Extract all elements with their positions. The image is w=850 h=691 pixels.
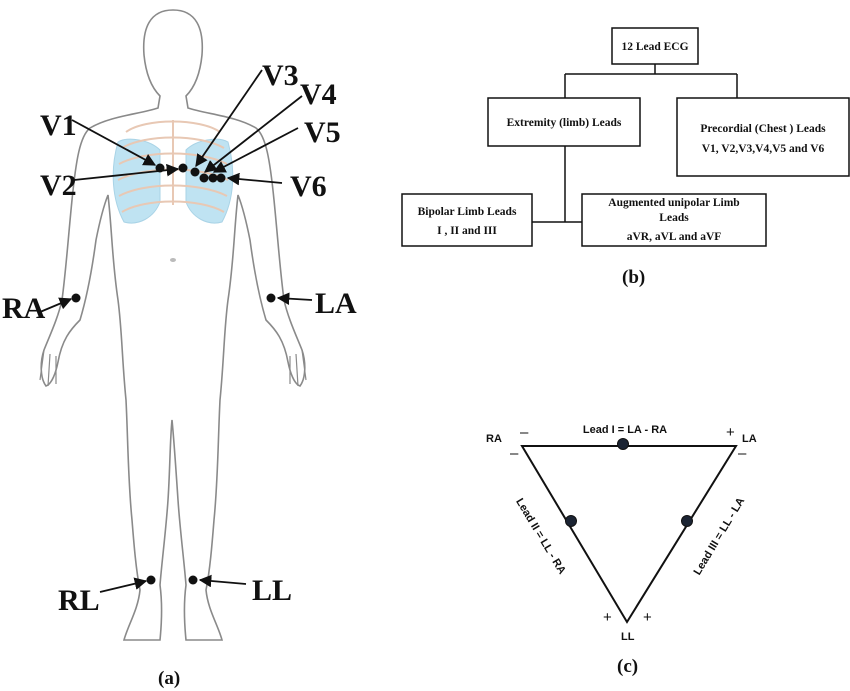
- label-v5: V5: [304, 116, 341, 149]
- label-v1: V1: [40, 109, 77, 142]
- navel: [170, 258, 176, 262]
- corner-ll: LL: [621, 631, 635, 643]
- sign-ll-plus-left: +: [603, 609, 612, 626]
- extremity-label: Extremity (limb) Leads: [507, 117, 622, 129]
- corner-ra: RA: [486, 433, 502, 445]
- electrode-arrows: [39, 69, 313, 593]
- sign-ra-minus-side: –: [510, 445, 519, 462]
- augmented-leads: aVR, aVL and aVF: [627, 231, 722, 243]
- left-lung: [112, 138, 161, 224]
- electrode-ll: [188, 575, 198, 585]
- label-rl: RL: [58, 584, 100, 617]
- precordial-leads: V1, V2,V3,V4,V5 and V6: [702, 143, 825, 155]
- triangle: [520, 445, 738, 624]
- lead-hierarchy: 12 Lead ECG Extremity (limb) Leads Preco…: [401, 27, 850, 247]
- arrow-ra: [39, 297, 73, 313]
- box-12-lead-ecg: [611, 27, 699, 65]
- electrode-ra: [71, 293, 81, 303]
- electrode-rl: [146, 575, 156, 585]
- electrodes: [71, 163, 276, 585]
- arrow-v5: [212, 127, 299, 173]
- label-v2: V2: [40, 169, 77, 202]
- box-extremity-leads: [487, 97, 641, 147]
- label-v3: V3: [262, 59, 299, 92]
- precordial-title: Precordial (Chest ) Leads: [700, 123, 826, 135]
- electrode-v4: [199, 173, 209, 183]
- sign-ll-plus-right: +: [643, 609, 652, 626]
- arrow-rl: [99, 577, 148, 593]
- arrow-ll: [198, 574, 247, 588]
- label-ll: LL: [252, 574, 292, 607]
- caption-b: (b): [622, 267, 645, 288]
- arrow-v4: [204, 95, 303, 173]
- electrode-v6: [216, 173, 226, 183]
- label-la: LA: [315, 287, 357, 320]
- lead-iii-label: Lead III = LL - LA: [692, 496, 748, 578]
- electrode-labels: V1 V2 V3 V4 V5 V6 RA LA RL LL: [2, 59, 357, 617]
- right-hand: [39, 349, 57, 387]
- corner-la: LA: [742, 433, 757, 445]
- right-lung: [185, 138, 234, 224]
- node-lead-ii: [565, 515, 577, 527]
- arrow-v6: [226, 172, 283, 186]
- rib-cage: [117, 120, 229, 213]
- electrode-v3: [190, 167, 200, 177]
- arrow-v1: [71, 119, 157, 166]
- label-v6: V6: [290, 170, 327, 203]
- label-v4: V4: [300, 78, 337, 111]
- left-hand: [289, 349, 307, 387]
- caption-c: (c): [617, 656, 638, 677]
- node-lead-i: [617, 438, 629, 450]
- box-precordial-leads: [676, 97, 850, 177]
- bipolar-title: Bipolar Limb Leads: [418, 206, 517, 218]
- box-bipolar-limb-leads: [401, 193, 533, 247]
- node-lead-iii: [681, 515, 693, 527]
- arrow-v2: [73, 163, 180, 181]
- bipolar-leads: I , II and III: [437, 225, 497, 237]
- electrode-la: [266, 293, 276, 303]
- arrow-v3: [195, 69, 263, 168]
- body-figure: [39, 9, 307, 641]
- lead-i-label: Lead I = LA - RA: [583, 424, 667, 436]
- box-augmented-leads: [581, 193, 767, 247]
- root-label: 12 Lead ECG: [621, 41, 688, 53]
- caption-a: (a): [158, 668, 180, 689]
- connectors: [532, 64, 738, 223]
- sign-la-plus: +: [726, 424, 735, 441]
- augmented-title-2: Leads: [659, 212, 689, 224]
- sign-ra-minus-top: –: [520, 424, 529, 441]
- label-ra: RA: [2, 292, 46, 325]
- augmented-title-1: Augmented unipolar Limb: [608, 197, 739, 209]
- einthoven-triangle: RA LA LL Lead I = LA - RA Lead II = LL -…: [486, 424, 757, 643]
- body-outline: [40, 9, 306, 641]
- electrode-v2: [178, 163, 188, 173]
- sign-la-minus: –: [738, 445, 747, 462]
- arrow-la: [276, 292, 313, 305]
- electrode-v5: [208, 173, 218, 183]
